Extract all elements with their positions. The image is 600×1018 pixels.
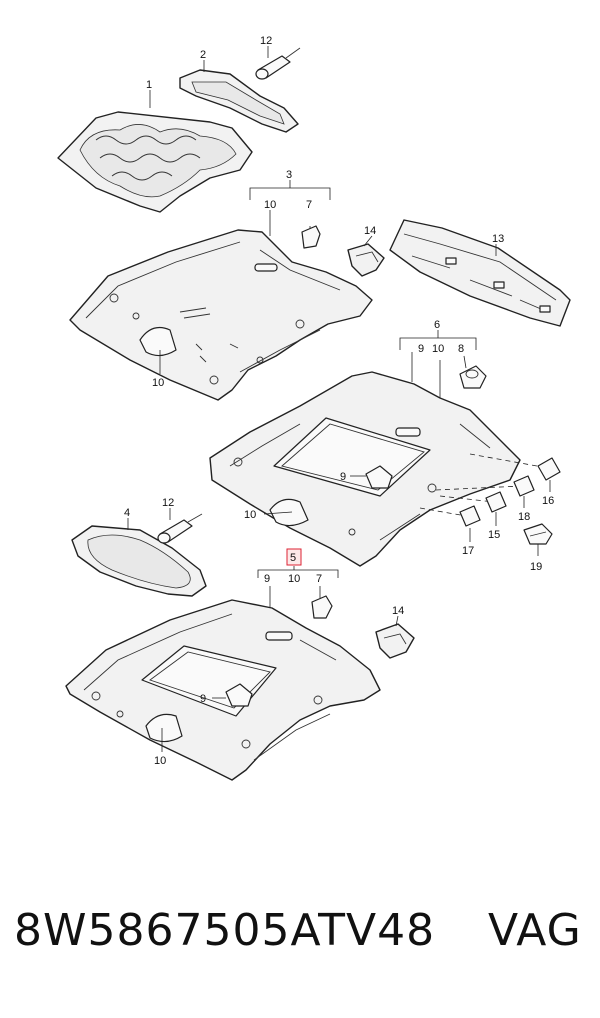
footer: 8W5867505ATV48 VAG [0,905,600,985]
callout-14-bottom: 14 [392,605,404,617]
callout-13: 13 [492,233,504,245]
part-13-rear-trim-panel [389,219,571,327]
callout-17: 17 [462,545,474,557]
part-7-clip-bottom [311,595,333,619]
callout-6-clip-10: 10 [244,509,256,521]
part-9-clip-middle [365,465,393,489]
callout-3-clip-10: 10 [152,377,164,389]
part-14-bracket-bottom [375,623,415,659]
callout-6-clip-9: 9 [340,471,346,483]
callout-6-item-9: 9 [418,343,424,355]
callout-14-top: 14 [364,225,376,237]
callout-5: 5 [290,552,296,564]
part-9-clip-bottom [225,683,253,707]
part-number: 8W5867505ATV48 [14,905,436,956]
callout-6-item-10: 10 [432,343,444,355]
callout-12-top: 12 [260,35,272,47]
part-8-visor-mount [459,365,487,389]
callout-15: 15 [488,529,500,541]
callout-12-bottom: 12 [162,497,174,509]
part-16-handle-cover [537,457,561,481]
part-2-insulation-strip [179,69,299,133]
callout-5-clip-9: 9 [200,693,206,705]
highlight-box-5 [286,548,302,566]
part-12-adhesive-tube-bottom [157,513,203,544]
callout-4: 4 [124,507,130,519]
part-19-clip [523,523,553,545]
part-18-handle-cover [513,475,535,497]
part-6-headliner-sunroof [209,371,521,567]
part-3-headliner [69,229,373,401]
callout-3-item-10: 10 [264,199,276,211]
part-1-insulation-mat [57,111,253,213]
callout-5-item-9: 9 [264,573,270,585]
part-5-headliner-sunroof [65,599,381,781]
callout-6: 6 [434,319,440,331]
callout-1: 1 [146,79,152,91]
part-12-adhesive-tube [255,47,301,80]
callout-5-item-10: 10 [288,573,300,585]
brand-label: VAG [488,905,582,956]
callout-3-item-7: 7 [306,199,312,211]
callout-16: 16 [542,495,554,507]
callout-18: 18 [518,511,530,523]
part-17-handle-cover [459,505,481,527]
callout-6-item-8: 8 [458,343,464,355]
part-15-handle-cover [485,491,507,513]
callout-5-clip-10: 10 [154,755,166,767]
part-14-bracket-top [347,243,385,277]
callout-5-item-7: 7 [316,573,322,585]
part-7-clip-top [301,225,321,249]
callout-19: 19 [530,561,542,573]
callout-2: 2 [200,49,206,61]
part-4-insulation-mat [71,525,207,597]
callout-3: 3 [286,169,292,181]
